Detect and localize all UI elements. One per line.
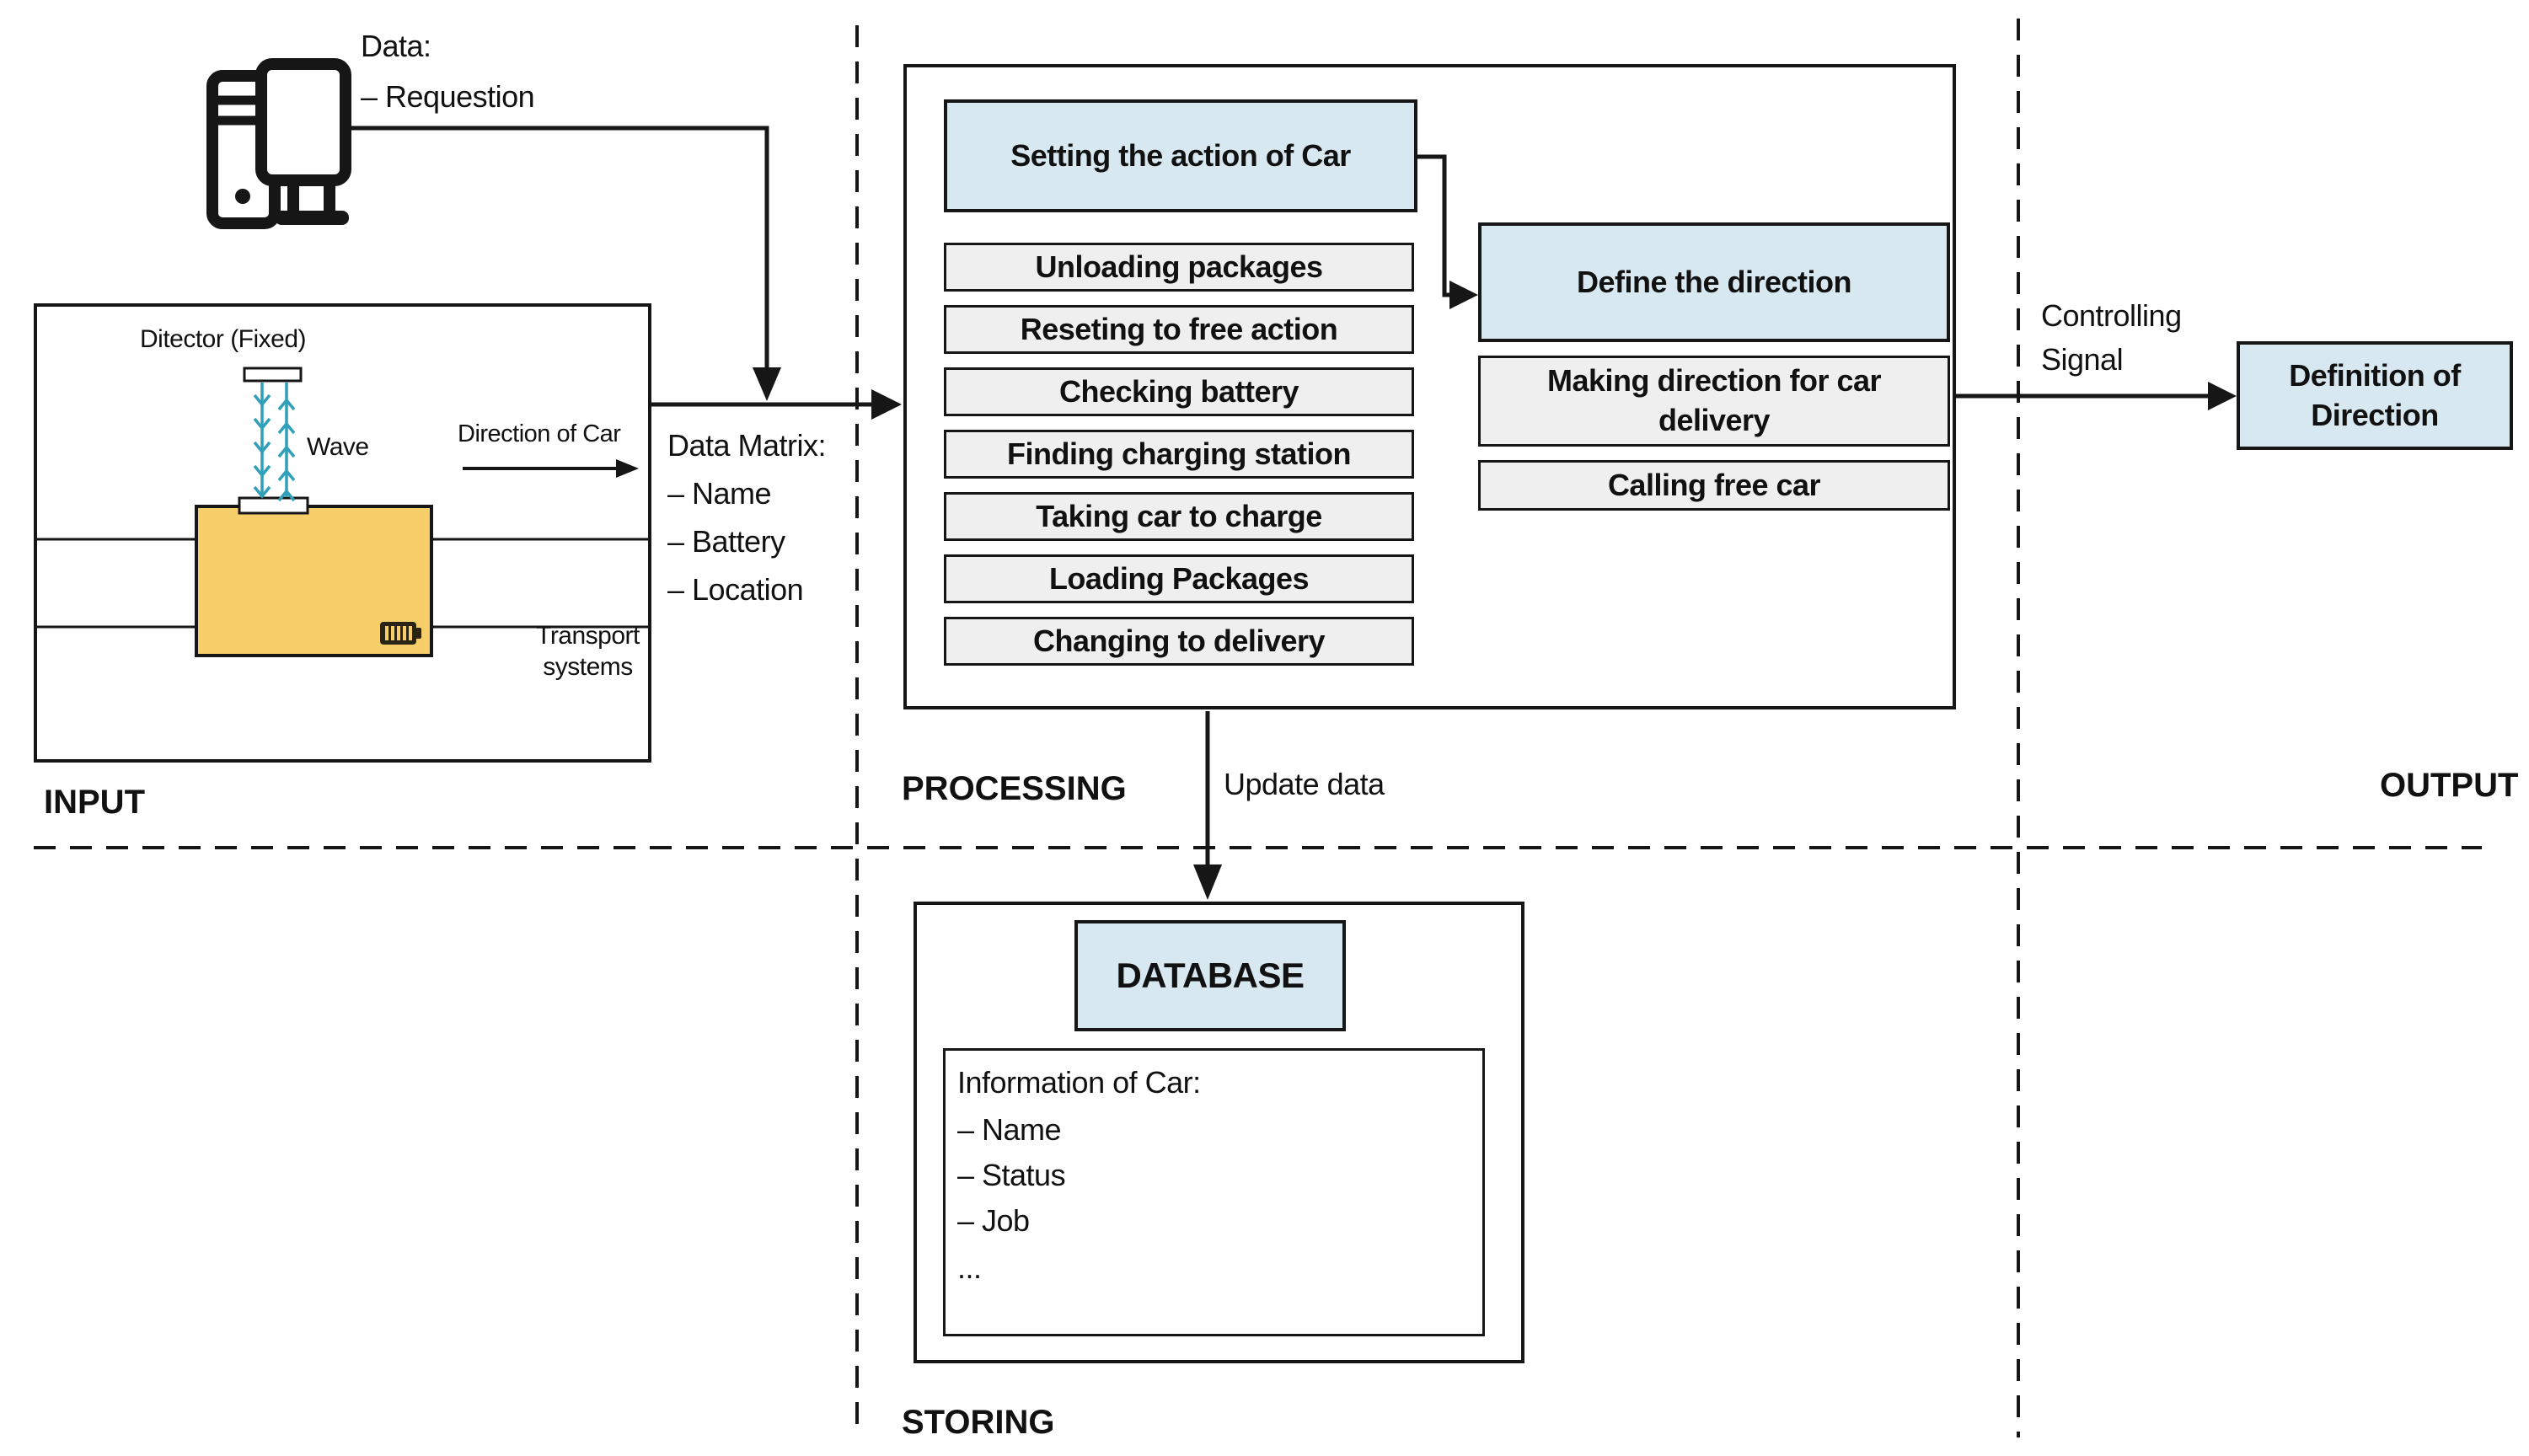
car-info-item: – Job bbox=[957, 1203, 1030, 1238]
data-matrix-item: – Name bbox=[667, 476, 772, 511]
action-box: Taking car to charge bbox=[944, 492, 1414, 541]
wave-arrows bbox=[253, 383, 296, 502]
processing-outer-box bbox=[903, 64, 1956, 709]
database-box: DATABASE bbox=[1074, 920, 1346, 1031]
computer-icon bbox=[206, 58, 351, 229]
data-matrix-item: – Location bbox=[667, 572, 804, 607]
direction-action-box: Making direction for car delivery bbox=[1478, 356, 1950, 447]
controlling-signal-label-line1: Controlling bbox=[2041, 298, 2182, 333]
action-box: Finding charging station bbox=[944, 430, 1414, 479]
section-label-storing: STORING bbox=[902, 1404, 1055, 1441]
car-shape bbox=[195, 505, 433, 657]
storing-outer-box bbox=[914, 902, 1524, 1363]
controlling-signal-label-line2: Signal bbox=[2041, 342, 2124, 377]
update-data-label: Update data bbox=[1224, 767, 1385, 801]
arrow-controlling-signal bbox=[1956, 382, 2237, 410]
data-matrix-item: – Battery bbox=[667, 524, 785, 559]
detector-label: Ditector (Fixed) bbox=[140, 325, 307, 353]
car-info-item: ... bbox=[957, 1250, 982, 1285]
car-info-box bbox=[943, 1048, 1485, 1336]
arrow-input-to-processing bbox=[651, 389, 902, 420]
connector-setting-to-define bbox=[1417, 154, 1478, 309]
section-label-input: INPUT bbox=[44, 784, 145, 821]
detector-bar bbox=[243, 367, 303, 383]
car-info-title: Information of Car: bbox=[957, 1065, 1201, 1100]
setting-action-box: Setting the action of Car bbox=[944, 99, 1417, 212]
arrow-computer-to-bus bbox=[351, 126, 781, 401]
direction-of-car-label: Direction of Car bbox=[458, 420, 621, 447]
arrow-update-data bbox=[1193, 711, 1222, 900]
action-box: Loading Packages bbox=[944, 554, 1414, 603]
definition-of-direction-box: Definition of Direction bbox=[2237, 341, 2513, 450]
battery-icon bbox=[380, 622, 421, 645]
define-direction-box: Define the direction bbox=[1478, 222, 1950, 342]
data-matrix-title: Data Matrix: bbox=[667, 428, 827, 463]
action-box: Unloading packages bbox=[944, 243, 1414, 292]
action-box: Changing to delivery bbox=[944, 617, 1414, 666]
transport-systems-label: Transport systems bbox=[536, 622, 640, 681]
arrow-direction-of-car bbox=[463, 459, 639, 478]
input-outer-box bbox=[34, 303, 651, 763]
computer-data-title: Data: bbox=[361, 29, 431, 63]
car-receiver-bar bbox=[238, 496, 309, 515]
action-box: Reseting to free action bbox=[944, 305, 1414, 354]
section-label-processing: PROCESSING bbox=[902, 770, 1127, 807]
car-info-item: – Name bbox=[957, 1112, 1062, 1147]
action-box: Checking battery bbox=[944, 367, 1414, 416]
direction-action-box: Calling free car bbox=[1478, 460, 1950, 511]
section-label-output: OUTPUT bbox=[2380, 767, 2519, 804]
car-info-item: – Status bbox=[957, 1158, 1066, 1192]
computer-data-item: – Requestion bbox=[361, 79, 535, 114]
wave-label: Wave bbox=[307, 433, 369, 461]
